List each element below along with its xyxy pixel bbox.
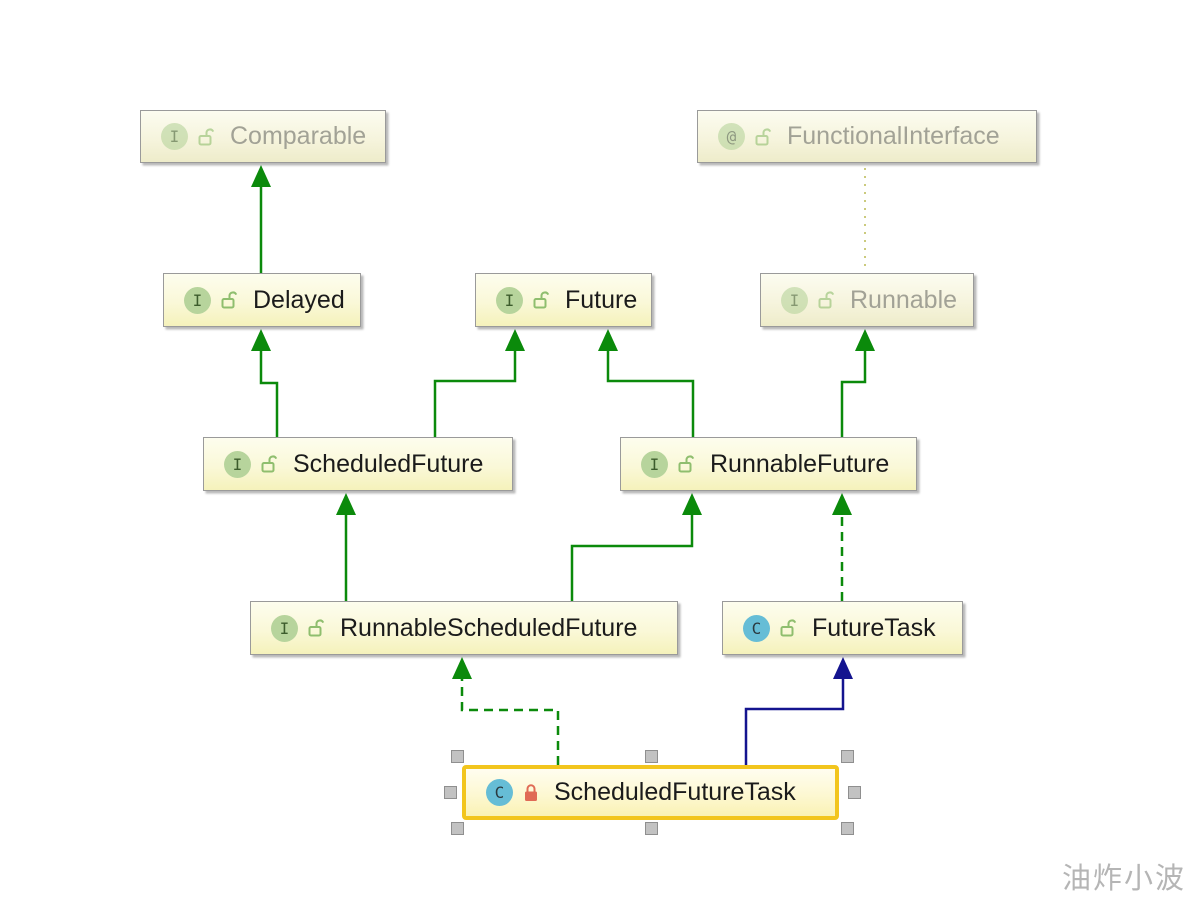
interface-letter: I bbox=[192, 290, 203, 310]
edge-runnablefuture-runnable bbox=[840, 329, 875, 437]
unlocked-icon bbox=[261, 454, 278, 474]
edge-runnablefuture-future bbox=[598, 329, 695, 437]
edge-runnablescheduledfuture-scheduledfuture bbox=[336, 493, 356, 601]
unlocked-icon bbox=[533, 290, 550, 310]
unlocked-icon bbox=[818, 290, 835, 310]
selection-handle-bottom-right[interactable] bbox=[841, 822, 854, 835]
class-node-delayed[interactable]: I Delayed bbox=[163, 273, 361, 327]
node-label: ScheduledFuture bbox=[293, 449, 484, 478]
edge-scheduledfuture-future bbox=[433, 329, 525, 437]
unlocked-icon bbox=[678, 454, 695, 474]
interface-icon: I bbox=[781, 286, 808, 314]
selection-handle-middle-left[interactable] bbox=[444, 786, 457, 799]
node-label: ScheduledFutureTask bbox=[554, 778, 796, 806]
unlocked-icon bbox=[780, 618, 797, 638]
class-node-futuretask[interactable]: C FutureTask bbox=[722, 601, 963, 655]
node-label: RunnableScheduledFuture bbox=[340, 613, 638, 642]
selection-handle-bottom-middle[interactable] bbox=[645, 822, 658, 835]
selection-handle-bottom-left[interactable] bbox=[451, 822, 464, 835]
class-letter: C bbox=[751, 618, 762, 638]
interface-icon: I bbox=[161, 123, 188, 150]
annotation-letter: @ bbox=[726, 127, 737, 146]
node-label: FunctionalInterface bbox=[787, 122, 1000, 150]
interface-letter: I bbox=[504, 290, 515, 310]
annotation-icon: @ bbox=[718, 123, 745, 150]
edge-scheduledfuture-delayed bbox=[251, 329, 279, 437]
interface-icon: I bbox=[224, 450, 251, 478]
selection-handle-middle-right[interactable] bbox=[848, 786, 861, 799]
interface-icon: I bbox=[271, 614, 298, 642]
interface-icon: I bbox=[641, 450, 668, 478]
class-letter: C bbox=[494, 783, 505, 802]
edge-runnablescheduledfuture-runnablefuture bbox=[570, 493, 702, 601]
class-node-comparable[interactable]: I Comparable bbox=[140, 110, 386, 163]
class-icon: C bbox=[486, 779, 513, 806]
node-label: FutureTask bbox=[812, 613, 936, 642]
node-label: Runnable bbox=[850, 285, 958, 314]
class-node-scheduledfuturetask[interactable]: C ScheduledFutureTask bbox=[462, 765, 839, 820]
class-node-scheduledfuture[interactable]: I ScheduledFuture bbox=[203, 437, 513, 491]
class-node-runnable[interactable]: I Runnable bbox=[760, 273, 974, 327]
unlocked-icon bbox=[308, 618, 325, 638]
interface-letter: I bbox=[279, 618, 290, 638]
edge-scheduledfuturetask-futuretask bbox=[744, 657, 853, 765]
unlocked-icon bbox=[221, 290, 238, 310]
locked-icon bbox=[523, 783, 539, 803]
node-label: Delayed bbox=[253, 285, 345, 314]
class-node-future[interactable]: I Future bbox=[475, 273, 652, 327]
interface-letter: I bbox=[232, 454, 243, 474]
class-node-runnablefuture[interactable]: I RunnableFuture bbox=[620, 437, 917, 491]
class-node-functionalinterface[interactable]: @ FunctionalInterface bbox=[697, 110, 1037, 163]
unlocked-icon bbox=[755, 127, 772, 147]
edge-scheduledfuturetask-runnablescheduledfuture bbox=[452, 657, 560, 765]
interface-letter: I bbox=[789, 290, 800, 310]
node-label: Comparable bbox=[230, 122, 367, 150]
edge-delayed-comparable bbox=[251, 165, 271, 273]
interface-icon: I bbox=[496, 286, 523, 314]
class-node-runnablescheduledfuture[interactable]: I RunnableScheduledFuture bbox=[250, 601, 678, 655]
unlocked-icon bbox=[198, 127, 215, 147]
interface-letter: I bbox=[169, 127, 180, 146]
selection-handle-top-middle[interactable] bbox=[645, 750, 658, 763]
node-label: RunnableFuture bbox=[710, 449, 890, 478]
interface-icon: I bbox=[184, 286, 211, 314]
node-label: Future bbox=[565, 285, 638, 314]
interface-letter: I bbox=[649, 454, 660, 474]
selection-handle-top-left[interactable] bbox=[451, 750, 464, 763]
class-icon: C bbox=[743, 614, 770, 642]
edge-futuretask-runnablefuture bbox=[832, 493, 852, 601]
watermark: 油炸小波 bbox=[1061, 863, 1186, 895]
selection-handle-top-right[interactable] bbox=[841, 750, 854, 763]
